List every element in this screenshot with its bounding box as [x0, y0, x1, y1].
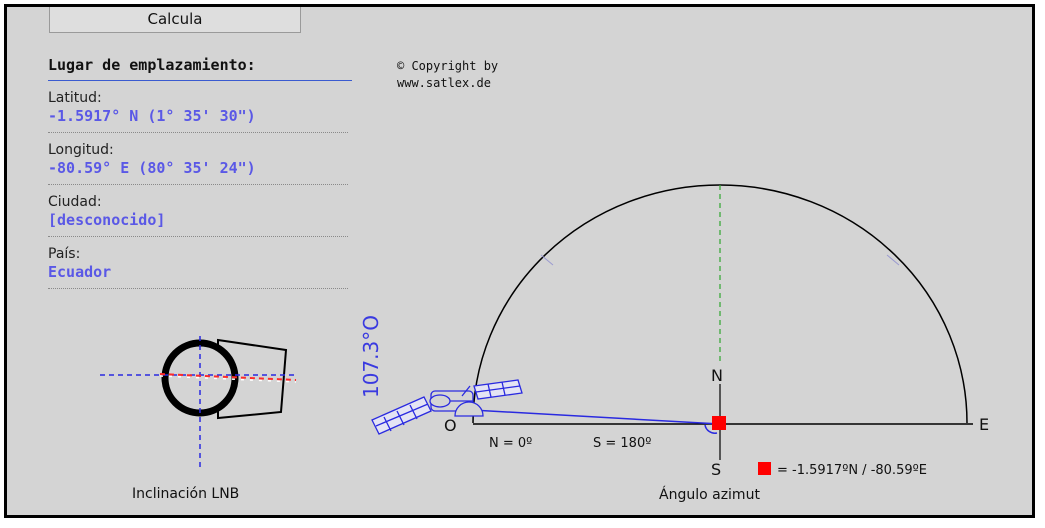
calculate-button[interactable]: Calcula	[49, 7, 301, 33]
latitude-field: Latitud: -1.5917° N (1° 35' 30")	[48, 81, 348, 133]
arc-tick-right	[886, 254, 900, 266]
west-label: O	[444, 416, 457, 435]
lnb-diagram: Inclinación LNB	[100, 336, 297, 502]
city-label: Ciudad:	[48, 194, 102, 210]
location-heading: Lugar de emplazamiento:	[48, 56, 352, 81]
app-frame	[4, 4, 1035, 518]
south-label: S	[711, 460, 721, 479]
lnb-caption: Inclinación LNB	[132, 486, 239, 502]
azimuth-diagram: O N E S N = 0º S = 180º 107.3°O = -1.591…	[359, 184, 989, 503]
legend-coordinates: = -1.5917ºN / -80.59ºE	[777, 463, 927, 478]
country-label: País:	[48, 246, 81, 262]
city-value: [desconocido]	[48, 211, 166, 229]
azimuth-angle-arc	[704, 424, 718, 434]
azimuth-caption: Ángulo azimut	[659, 486, 760, 503]
city-field: Ciudad: [desconocido]	[48, 185, 348, 237]
satellite-icon	[371, 379, 523, 435]
site-marker	[712, 416, 726, 430]
east-label: E	[979, 415, 989, 434]
arc-tick-left	[540, 254, 554, 266]
legend-marker-icon	[758, 462, 771, 475]
north-zero-text: N = 0º	[489, 436, 532, 451]
longitude-field: Longitud: -80.59° E (80° 35' 24")	[48, 133, 348, 185]
longitude-value: -80.59° E (80° 35' 24")	[48, 159, 256, 177]
latitude-label: Latitud:	[48, 90, 102, 106]
azimuth-angle-label: 107.3°O	[359, 315, 383, 398]
latitude-value: -1.5917° N (1° 35' 30")	[48, 107, 256, 125]
south-180-text: S = 180º	[593, 436, 651, 451]
longitude-label: Longitud:	[48, 142, 114, 158]
copyright-notice: © Copyright by www.satlex.de	[397, 58, 498, 92]
location-panel: Lugar de emplazamiento: Latitud: -1.5917…	[48, 56, 352, 289]
country-field: País: Ecuador	[48, 237, 348, 289]
azimuth-direction-line	[471, 409, 721, 425]
north-label: N	[711, 366, 723, 385]
country-value: Ecuador	[48, 263, 112, 281]
lnb-skew-line	[159, 373, 297, 381]
copyright-url: www.satlex.de	[397, 76, 491, 90]
copyright-line: © Copyright by	[397, 59, 499, 73]
